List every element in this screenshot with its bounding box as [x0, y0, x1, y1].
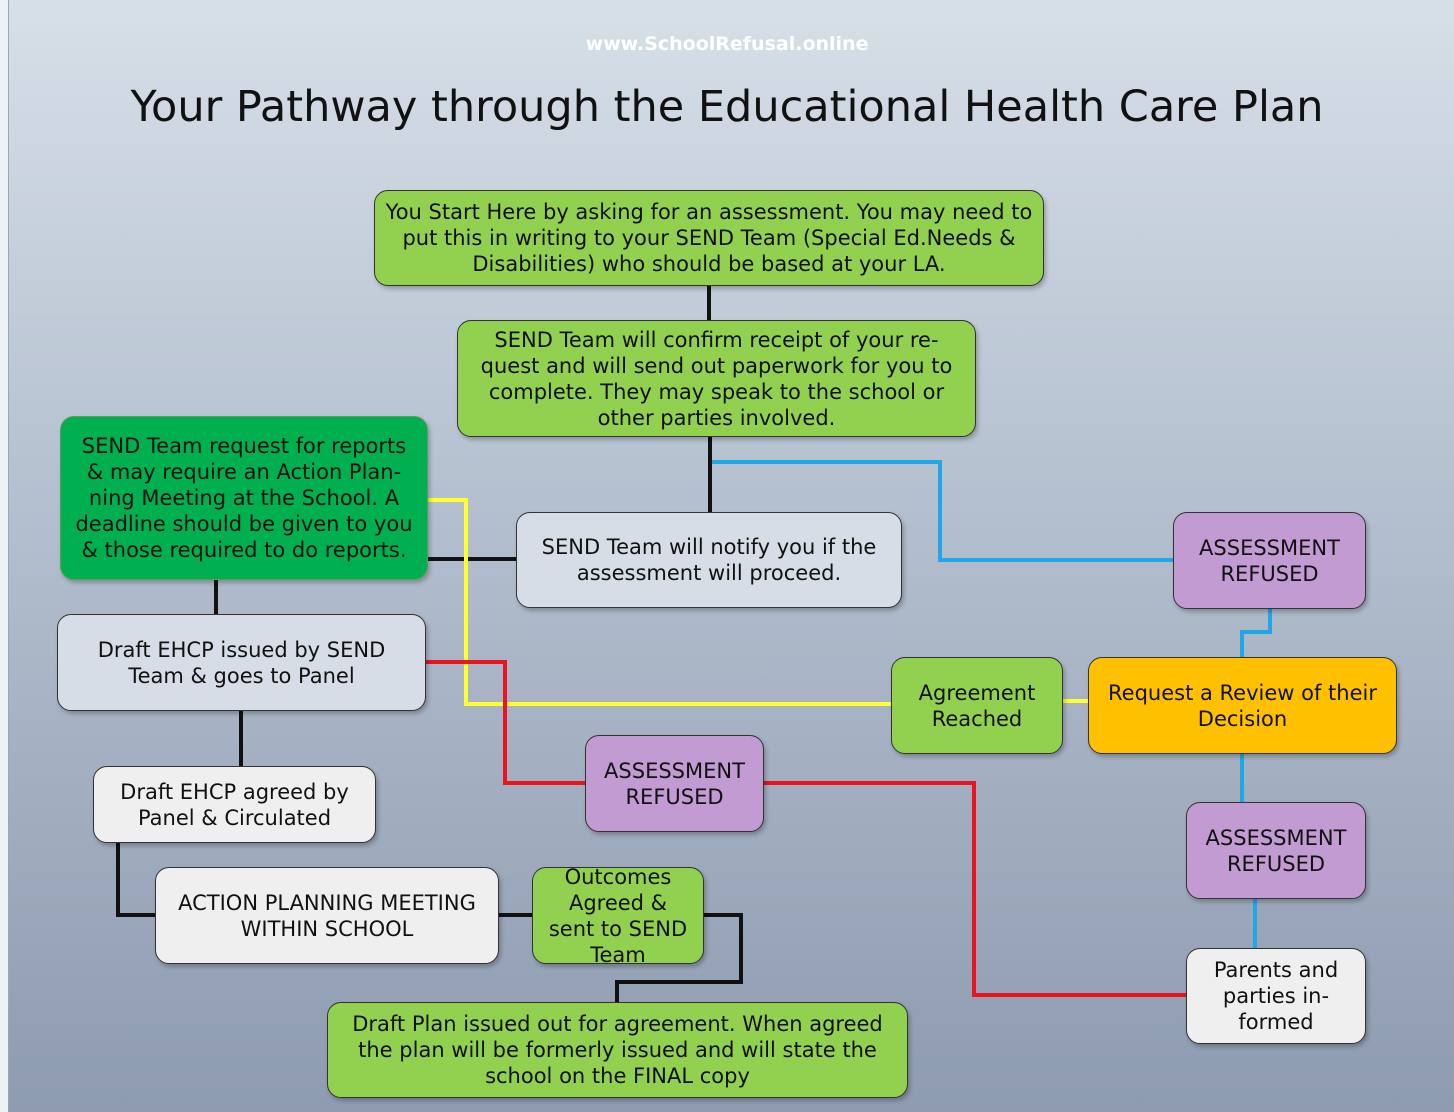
confirm-receipt-box: SEND Team will confirm receipt of your r…	[457, 320, 976, 437]
notify-box: SEND Team will notify you if the assessm…	[516, 512, 902, 608]
page-title: Your Pathway through the Educational Hea…	[130, 82, 1324, 132]
page-edge	[0, 0, 9, 1112]
connector-outcomes-plan	[615, 913, 743, 1002]
assessment-refused-box-1: ASSESSMENT REFUSED	[1173, 512, 1366, 609]
assessment-refused-box-2: ASSESSMENT REFUSED	[1186, 802, 1366, 899]
draft-ehcp-agreed-box: Draft EHCP agreed by Panel & Circulated	[93, 766, 376, 843]
parents-informed-box: Parents and parties in-formed	[1186, 948, 1366, 1044]
outcomes-agreed-box: Outcomes Agreed & sent to SEND Team	[532, 865, 704, 967]
request-review-box: Request a Review of their Decision	[1088, 657, 1397, 754]
assessment-refused-box-3: ASSESSMENT REFUSED	[585, 735, 764, 832]
connector-red-draft-refused3	[426, 660, 585, 785]
connector-blue-refused1-review	[1240, 609, 1272, 657]
connector-yellow-reports-agreement	[428, 498, 891, 706]
start-box: You Start Here by asking for an assessme…	[374, 190, 1044, 286]
action-planning-meeting-box: ACTION PLANNING MEETING WITHIN SCHOOL	[155, 867, 499, 964]
agreement-reached-box: Agreement Reached	[891, 657, 1063, 754]
request-reports-box: SEND Team request for reports & may requ…	[60, 416, 428, 580]
connector-agreed-meeting	[116, 843, 155, 917]
draft-ehcp-issued-box: Draft EHCP issued by SEND Team & goes to…	[57, 614, 426, 711]
connector-red-refused3-parents	[764, 781, 1186, 997]
draft-plan-issued-box: Draft Plan issued out for agreement. Whe…	[327, 1002, 908, 1098]
connector-blue-refused1	[712, 460, 1173, 562]
website-url: www.SchoolRefusal.online	[585, 33, 869, 55]
